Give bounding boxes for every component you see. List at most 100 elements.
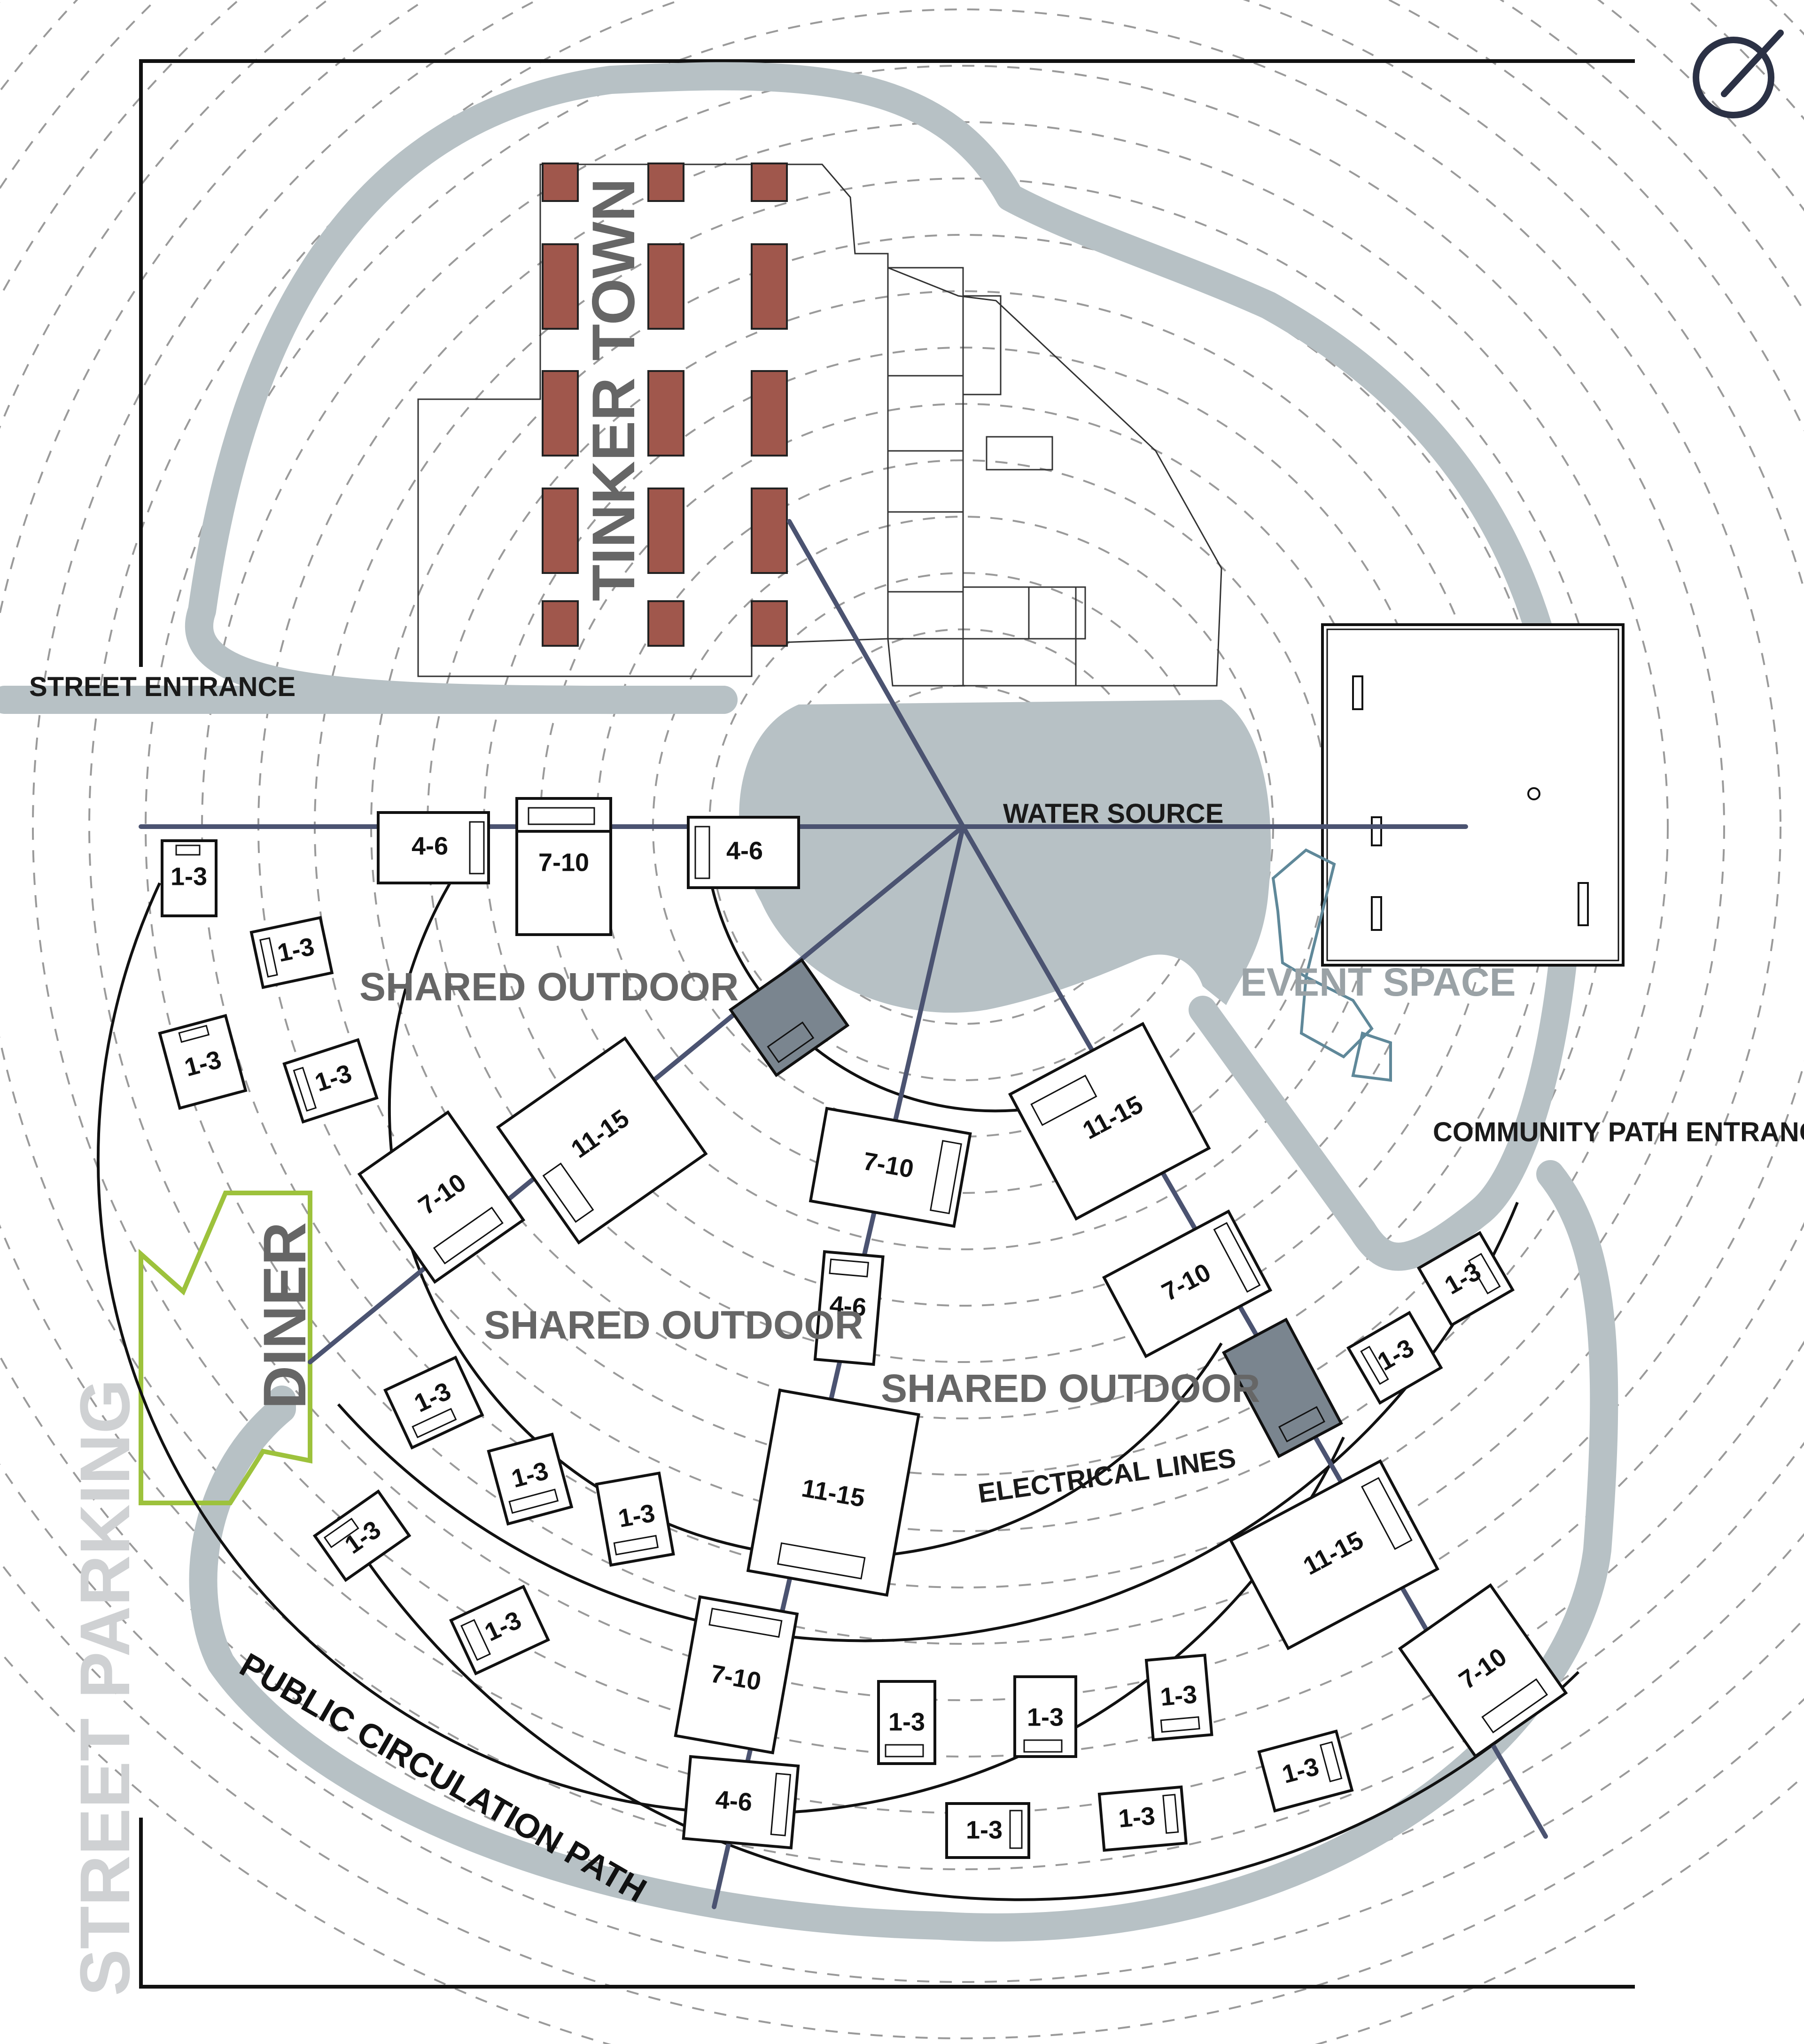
unit-shape	[282, 1038, 379, 1124]
street-entrance-label: STREET ENTRANCE	[29, 672, 295, 702]
unit-shape	[809, 1107, 972, 1228]
unit-capacity-label: 4-6	[726, 836, 763, 865]
unit: 4-6	[377, 811, 490, 884]
unit: 7-10	[515, 797, 612, 936]
unit-shape	[694, 826, 710, 879]
event-space-label: EVENT SPACE	[1240, 960, 1516, 1004]
unit-capacity-label: 1-3	[888, 1708, 925, 1736]
shared-outdoor-label: SHARED OUTDOOR	[881, 1366, 1260, 1410]
unit-shape	[1416, 1231, 1515, 1327]
street-parking-label: STREET PARKING	[65, 1379, 144, 1996]
unit-shape	[161, 839, 218, 917]
unit-shape	[175, 844, 201, 856]
unit-shape	[674, 1595, 799, 1755]
water-source-label: WATER SOURCE	[1003, 798, 1223, 829]
electrical-lines-label: ELECTRICAL LINES	[976, 1443, 1238, 1509]
unit-shape	[829, 1258, 869, 1278]
unit-shape	[528, 807, 595, 825]
unit: 7-10	[1398, 1583, 1568, 1758]
unit-shape	[1360, 1346, 1389, 1385]
unit-shape	[449, 1585, 550, 1676]
unit-shape	[1221, 1317, 1343, 1458]
unit: 1-3	[1257, 1729, 1354, 1813]
unit: 1-3	[312, 1489, 412, 1582]
unit-capacity-label: 7-10	[538, 848, 589, 876]
unit-shape	[1013, 1675, 1077, 1758]
unit: 4-6	[813, 1250, 885, 1366]
unit: 4-6	[687, 816, 800, 889]
unit-capacity-label: 1-3	[171, 862, 207, 890]
unit-shape	[1257, 1729, 1354, 1813]
unit: 7-10	[357, 1110, 526, 1284]
unit-shape	[259, 937, 278, 978]
north-arrow-icon	[1693, 30, 1784, 118]
unit-shape	[1023, 1739, 1063, 1753]
unit-shape	[1278, 1406, 1325, 1443]
unit: 7-10	[809, 1107, 972, 1228]
unit-shape	[508, 1488, 559, 1514]
unit: 11-15	[746, 1388, 920, 1597]
unit: 1-3	[449, 1585, 550, 1676]
unit-shape	[412, 1408, 457, 1439]
unit-shape	[383, 1355, 484, 1450]
unit: 11-15	[1229, 1459, 1439, 1650]
unit: 1-3	[595, 1471, 675, 1567]
unit: 11-15	[1008, 1022, 1211, 1221]
unit-shape	[1361, 1477, 1413, 1550]
unit: 11-15	[496, 1036, 708, 1245]
unit-shape	[1162, 1794, 1179, 1834]
unit: 7-10	[1102, 1209, 1273, 1358]
unit-shape	[496, 1036, 708, 1245]
unit-shape	[460, 1619, 491, 1661]
unit-shape	[1481, 1678, 1548, 1734]
unit-capacity-label: 4-6	[412, 832, 448, 860]
unit: 1-3	[487, 1432, 574, 1526]
unit-shape	[469, 821, 485, 875]
unit-shape	[770, 1773, 792, 1836]
unit: 1-3	[877, 1680, 936, 1765]
unit-shape	[357, 1110, 526, 1284]
unit-shape	[728, 958, 850, 1077]
unit-shape	[1398, 1583, 1568, 1758]
property-boundary	[139, 59, 1635, 1989]
unit-shape	[945, 1802, 1030, 1859]
unit-shape	[1346, 1310, 1443, 1405]
unit-shape	[885, 1744, 924, 1758]
unit: 1-3	[1097, 1785, 1188, 1852]
unit-shape	[433, 1207, 504, 1265]
event-space-building	[1271, 623, 1625, 1082]
unit-shape	[1229, 1459, 1439, 1650]
unit-shape	[249, 916, 334, 989]
unit-shape	[1468, 1253, 1501, 1294]
plaza	[739, 700, 1271, 1013]
unit-shape	[178, 1024, 210, 1043]
unit-capacity-label: 1-3	[1027, 1703, 1064, 1731]
unit-capacity-label: 4-6	[715, 1785, 754, 1817]
public-circulation-path-label: PUBLIC CIRCULATION PATH	[233, 1646, 653, 1910]
unit-shape	[542, 1162, 594, 1223]
unit-shape	[767, 1021, 815, 1063]
unit-shape	[777, 1542, 866, 1579]
unit: 1-3	[945, 1802, 1030, 1859]
unit-shape	[708, 1608, 783, 1638]
unit-shape	[1030, 1075, 1097, 1126]
unit-shape	[1144, 1653, 1213, 1742]
shared-outdoor-label: SHARED OUTDOOR	[359, 965, 739, 1009]
community-path-entrance-label: COMMUNITY PATH ENTRANCE	[1433, 1117, 1804, 1147]
diner-label: DINER	[251, 1222, 319, 1409]
service-unit	[728, 958, 850, 1077]
unit: 1-3	[158, 1014, 248, 1110]
unit-shape	[746, 1388, 920, 1597]
unit-shape	[1160, 1716, 1200, 1733]
unit: 1-3	[249, 916, 334, 989]
unit-shape	[1009, 1810, 1023, 1849]
unit-shape	[682, 1755, 800, 1850]
diner: DINER	[139, 1191, 319, 1505]
tinker-town-label: TINKER TOWN	[580, 178, 647, 601]
unit-shape	[293, 1067, 317, 1112]
unit-shape	[1102, 1209, 1273, 1358]
unit: 1-3	[1346, 1310, 1443, 1405]
unit: 1-3	[1144, 1653, 1213, 1742]
unit: 4-6	[682, 1755, 800, 1850]
